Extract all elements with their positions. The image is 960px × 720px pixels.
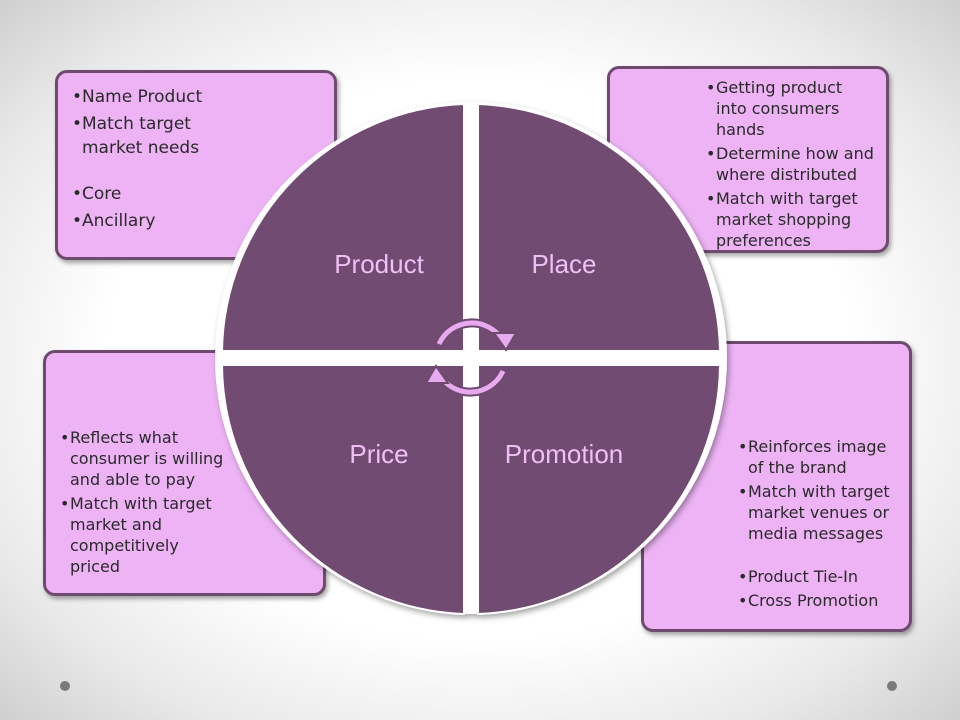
list-item: Product Tie-In xyxy=(738,566,903,587)
promotion-quadrant xyxy=(477,364,722,616)
slide-dot-right xyxy=(887,681,897,691)
list-item: Match with target market and competitive… xyxy=(60,493,230,577)
promotion-label: Promotion xyxy=(505,439,624,469)
place-details-list: Getting product into consumers hands Det… xyxy=(706,77,876,251)
list-item: Core xyxy=(72,182,334,206)
price-quadrant xyxy=(220,364,465,616)
product-details-box: Name Product Match target market needs C… xyxy=(55,70,337,260)
list-item: Name Product xyxy=(72,85,334,109)
price-label: Price xyxy=(349,439,408,469)
arrowhead xyxy=(492,332,518,352)
place-label: Place xyxy=(531,249,596,279)
promotion-details-list: Reinforces image of the brand Match with… xyxy=(738,436,903,611)
arrowhead xyxy=(424,364,450,384)
list-item: Ancillary xyxy=(72,209,334,233)
list-item: Match with target market shopping prefer… xyxy=(706,188,876,251)
place-quadrant xyxy=(477,102,722,352)
product-quadrant xyxy=(220,102,465,352)
list-item: Match target market needs xyxy=(72,112,232,160)
list-item: Reflects what consumer is willing and ab… xyxy=(60,427,230,490)
list-item: Determine how and where distributed xyxy=(706,143,876,185)
product-label: Product xyxy=(334,249,424,279)
list-item: Cross Promotion xyxy=(738,590,903,611)
list-item: Match with target market venues or media… xyxy=(738,481,903,544)
product-details-list: Name Product Match target market needs C… xyxy=(72,85,334,233)
list-item: Reinforces image of the brand xyxy=(738,436,903,478)
slide-dot-left xyxy=(60,681,70,691)
price-details-list: Reflects what consumer is willing and ab… xyxy=(60,427,230,577)
list-item: Getting product into consumers hands xyxy=(706,77,876,140)
